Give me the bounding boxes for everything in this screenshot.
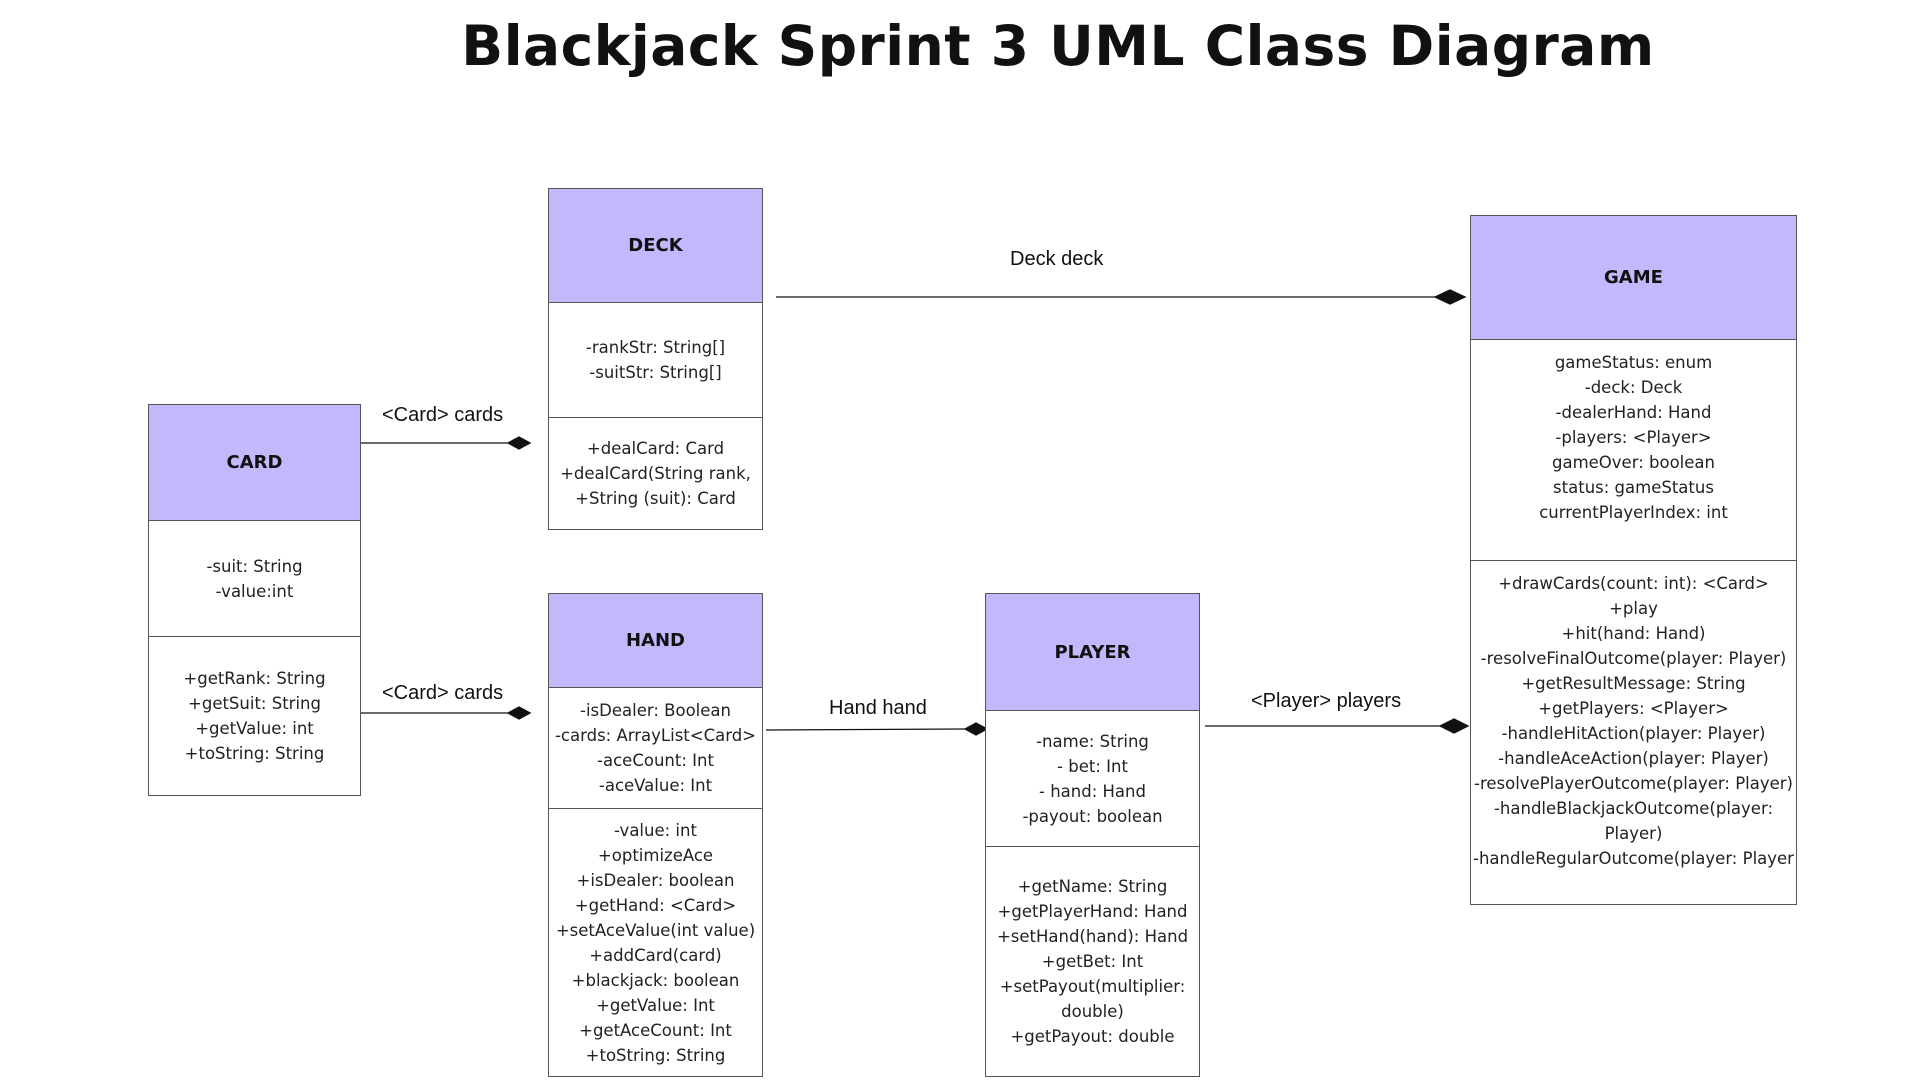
method: +setHand(hand): Hand [996,927,1189,946]
relation-label-deck-game: Deck deck [1010,248,1104,270]
attribute: -isDealer: Boolean [580,701,731,720]
class-deck-attributes: -rankStr: String[] -suitStr: String[] [549,303,762,417]
attribute: -value:int [215,581,294,601]
method: +toString: String [585,1045,726,1065]
method: +getBet: Int [1041,952,1144,971]
class-card-name: CARD [149,405,360,521]
relation-label-card-hand: <Card> cards [382,682,504,704]
diamond-hand-player [963,722,989,736]
class-hand: HAND -isDealer: Boolean -cards: ArrayLis… [548,593,763,1077]
class-player-methods: +getName: String +getPlayerHand: Hand +s… [986,846,1199,1076]
method: +addCard(card) [589,945,722,965]
method: +optimizeAce [597,845,714,865]
method: +getAceCount: Int [579,1020,732,1040]
diamond-player-game [1438,718,1470,734]
method: +dealCard(String rank, [560,464,751,483]
method: +getName: String [1017,877,1168,896]
method: +String (suit): Card [575,489,736,508]
connector-hand-player [765,728,966,731]
method: +getRank: String [183,669,326,688]
diamond-card-hand [506,706,532,720]
class-game-attributes: gameStatus: enum -deck: Deck -dealerHand… [1471,340,1796,560]
class-card-methods: +getRank: String +getSuit: String +getVa… [149,636,360,795]
attribute: -rankStr: String[] [585,338,726,357]
attribute: -dealerHand: Hand [1555,403,1712,422]
method: +getValue: Int [596,995,715,1015]
diamond-card-deck [506,436,532,450]
method: double) [1061,1002,1124,1021]
attribute: - hand: Hand [1039,781,1146,801]
class-hand-methods: -value: int +optimizeAce +isDealer: bool… [549,808,762,1076]
class-game-name: GAME [1471,216,1796,340]
attribute: -players: <Player> [1555,428,1712,447]
method: +getValue: int [195,719,314,738]
attribute: -aceCount: Int [597,751,714,770]
method: -value: int [614,820,697,840]
attribute: gameStatus: enum [1554,353,1713,372]
method: +play [1609,599,1658,618]
class-card: CARD -suit: String -value:int +getRank: … [148,404,361,796]
class-deck-methods: +dealCard: Card +dealCard(String rank, +… [549,417,762,529]
method: +getResultMessage: String [1521,674,1746,693]
method: +hit(hand: Hand) [1561,624,1706,643]
method: -resolveFinalOutcome(player: Player) [1480,649,1787,668]
diagram-title: Blackjack Sprint 3 UML Class Diagram [461,14,1655,78]
method: +setPayout(multiplier: [999,977,1186,996]
attribute: -deck: Deck [1584,378,1683,397]
attribute: -name: String [1036,731,1149,751]
class-hand-attributes: -isDealer: Boolean -cards: ArrayList<Car… [549,688,762,808]
method: -handleBlackjackOutcome(player: [1493,799,1774,818]
method: +getHand: <Card> [574,895,737,915]
method: +getPlayers: <Player> [1538,699,1729,718]
method: +dealCard: Card [586,439,725,458]
attribute: status: gameStatus [1553,478,1714,497]
class-game-methods: +drawCards(count: int): <Card> +play +hi… [1471,560,1796,904]
class-player-attributes: -name: String - bet: Int - hand: Hand -p… [986,711,1199,846]
method: -handleRegularOutcome(player: Player [1473,849,1794,868]
diamond-deck-game [1433,289,1467,305]
method: +getPlayerHand: Hand [997,902,1188,921]
attribute: currentPlayerIndex: int [1539,503,1728,522]
method: +drawCards(count: int): <Card> [1498,574,1769,593]
method: Player) [1604,824,1663,843]
attribute: - bet: Int [1057,756,1128,776]
attribute: -suit: String [206,556,303,576]
class-hand-name: HAND [549,594,762,688]
class-player: PLAYER -name: String - bet: Int - hand: … [985,593,1200,1077]
attribute: gameOver: boolean [1552,453,1715,472]
method: +isDealer: boolean [576,870,735,890]
method: +blackjack: boolean [571,970,740,990]
class-card-attributes: -suit: String -value:int [149,521,360,636]
method: +setAceValue(int value) [555,920,756,940]
method: +getPayout: double [1010,1027,1175,1046]
class-deck: DECK -rankStr: String[] -suitStr: String… [548,188,763,530]
attribute: -payout: boolean [1022,806,1163,826]
method: +toString: String [184,744,325,763]
class-player-name: PLAYER [986,594,1199,711]
method: +getSuit: String [188,694,321,713]
method: -resolvePlayerOutcome(player: Player) [1474,774,1793,793]
relation-label-card-deck: <Card> cards [382,404,504,426]
class-deck-name: DECK [549,189,762,303]
method: -handleHitAction(player: Player) [1501,724,1766,743]
relation-label-hand-player: Hand hand [829,697,927,719]
attribute: -aceValue: Int [598,776,713,795]
relation-label-player-game: <Player> players [1251,690,1402,712]
attribute: -suitStr: String[] [589,363,722,382]
method: -handleAceAction(player: Player) [1498,749,1769,768]
class-game: GAME gameStatus: enum -deck: Deck -deale… [1470,215,1797,905]
attribute: -cards: ArrayList<Card> [554,726,757,745]
